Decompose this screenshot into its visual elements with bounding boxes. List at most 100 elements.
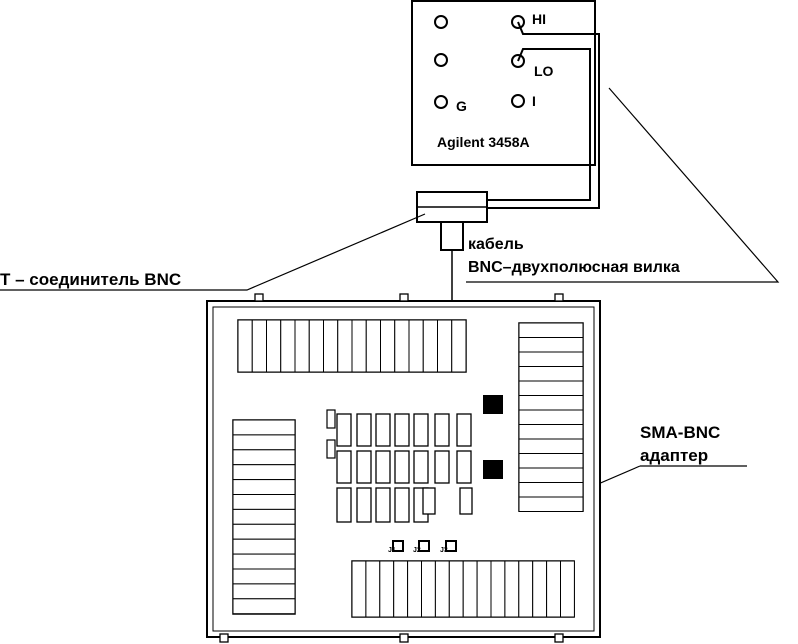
board-components (219, 293, 584, 643)
bottom-header-slot (560, 560, 575, 618)
bottom-header-slot (476, 560, 492, 618)
callout-lines (0, 87, 780, 547)
right-header-slot (518, 438, 584, 454)
relay-lower (394, 450, 410, 484)
relay-lower (356, 450, 372, 484)
relay-lower (413, 450, 429, 484)
top-header-slot (323, 319, 339, 373)
top-header-slot (408, 319, 424, 373)
bottom-header-slot (351, 560, 367, 618)
terminal-guard (434, 95, 448, 109)
top-header-slot (294, 319, 310, 373)
bottom-header-slot (448, 560, 464, 618)
sma-connector-j3 (445, 540, 457, 552)
left-header-slot (232, 523, 296, 540)
bottom-header-slot (518, 560, 534, 618)
left-header-slot (232, 538, 296, 555)
top-header-slot (451, 319, 467, 373)
relay-lower (336, 450, 352, 484)
mounting-tab-top (554, 293, 564, 302)
lo-wire (488, 48, 591, 201)
left-header-slot (232, 583, 296, 600)
left-header-slot (232, 479, 296, 496)
top-header-slot (308, 319, 324, 373)
bottom-header-slot (504, 560, 520, 618)
top-header-slot (337, 319, 353, 373)
right-header-slot (518, 409, 584, 425)
sma-connector-j1 (392, 540, 404, 552)
terminal-unlabeled-1 (434, 15, 448, 29)
top-header-slot (365, 319, 381, 373)
left-header-slot (232, 568, 296, 585)
left-header-slot (232, 508, 296, 525)
left-header-slot (232, 553, 296, 570)
bottom-header-slot (379, 560, 395, 618)
hi-wire (488, 21, 600, 209)
bottom-header-slot (407, 560, 423, 618)
mounting-tab-bottom (554, 633, 564, 643)
top-header-slot (266, 319, 282, 373)
left-header-slot (232, 434, 296, 451)
bottom-header-slot (532, 560, 548, 618)
relay-upper (336, 413, 352, 447)
top-header-slot (351, 319, 367, 373)
top-header-slot (437, 319, 453, 373)
board-inner-frame (212, 306, 595, 632)
relay-lower (434, 450, 450, 484)
cable-callout-line (466, 87, 780, 283)
top-header-slot (237, 319, 253, 373)
bottom-header-slot (546, 560, 561, 618)
mounting-tab-bottom (219, 633, 229, 643)
multimeter: HI LO G I Agilent 3458A (411, 0, 596, 166)
relay-lower (375, 450, 391, 484)
mounting-tab-top (399, 293, 409, 302)
bottom-header-slot (421, 560, 436, 618)
bottom-header-slot (490, 560, 506, 618)
top-header-slot (394, 319, 410, 373)
top-header-slot (280, 319, 296, 373)
black-component-1 (483, 395, 503, 414)
right-header-slot (518, 337, 584, 353)
two-pole-cable (488, 21, 600, 209)
relay-bottom (375, 487, 391, 523)
relay-upper (375, 413, 391, 447)
right-header-slot (518, 453, 584, 469)
terminal-lo-label: LO (534, 63, 554, 79)
connector-label-j3: J3 (440, 547, 448, 554)
left-header-slot (232, 464, 296, 481)
top-header-slot (380, 319, 396, 373)
left-header-slot (232, 494, 296, 510)
left-header-slot (232, 419, 296, 436)
black-component-2 (483, 460, 503, 479)
bottom-header-slot (434, 560, 450, 618)
relay-upper (434, 413, 450, 447)
cable-label-line2: BNC–двухполюсная вилка (468, 259, 680, 276)
terminal-hi-label: HI (532, 11, 546, 27)
connector-label-j1: J1 (388, 547, 396, 554)
right-header-slot (518, 380, 584, 396)
top-header-slot (251, 319, 267, 373)
relay-upper (394, 413, 410, 447)
relay-upper (413, 413, 429, 447)
right-header-slot (518, 395, 584, 411)
bnc-plug (440, 221, 464, 251)
bottom-header-slot (365, 560, 381, 618)
top-header-slot (422, 319, 438, 373)
bottom-header-slot (393, 560, 409, 618)
relay-bottom (459, 487, 473, 515)
adapter-label-line1: SMA-BNC (640, 423, 720, 442)
multimeter-model-label: Agilent 3458A (437, 134, 530, 150)
tee-connector-label: Т – соединитель BNC (0, 270, 181, 289)
right-header-slot (518, 467, 584, 483)
bottom-header-slot (462, 560, 478, 618)
relay-bottom (356, 487, 372, 523)
adapter-label-line2: адаптер (640, 446, 708, 465)
relay-bottom (422, 487, 436, 515)
terminal-guard-label: G (456, 98, 467, 114)
left-header-slot (232, 449, 296, 466)
terminal-current-label: I (532, 93, 536, 109)
terminal-hi (511, 15, 525, 29)
sma-connector-j2 (418, 540, 430, 552)
